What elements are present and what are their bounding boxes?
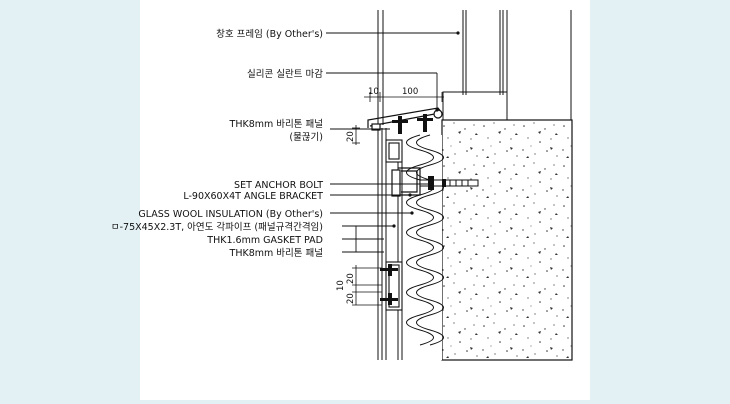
label-silicone-sealant: 실리콘 실란트 마감: [247, 68, 323, 80]
lower-fasteners: [380, 264, 398, 305]
dim-top-right: 100: [402, 87, 418, 97]
glass-wool-insulation: [406, 134, 434, 346]
label-panel-bottom: THK8mm 바리톤 패널: [229, 248, 323, 259]
label-window-frame: 창호 프레임 (By Other's): [216, 28, 323, 40]
dim-side-b: 10: [336, 280, 346, 291]
label-panel-top-note: (물끊기): [289, 132, 323, 143]
leader-lines: [326, 32, 458, 253]
dim-side-top: 20: [346, 131, 356, 142]
dim-top-left: 10: [368, 87, 379, 97]
steel-pipe-upper: [385, 139, 403, 163]
dimension-texts: 10 100 20 20 10 20: [336, 87, 418, 304]
label-angle-bracket: L-90X60X4T ANGLE BRACKET: [183, 191, 323, 202]
insulation-zone: [400, 135, 442, 360]
label-gasket-pad: THK1.6mm GASKET PAD: [206, 235, 323, 246]
dim-side-c: 20: [346, 293, 356, 304]
label-insulation: GLASS WOOL INSULATION (By Other's): [138, 209, 323, 220]
top-fasteners: [392, 114, 433, 134]
label-panel-top: THK8mm 바리톤 패널: [229, 119, 323, 130]
label-anchor-bolt: SET ANCHOR BOLT: [234, 180, 323, 191]
concrete-wall: [441, 119, 573, 361]
leader-dots: [392, 31, 460, 228]
window-frame: [377, 10, 572, 360]
label-steel-pipe: ㅁ-75X45X2.3T, 아연도 각파이프 (패널규격간격임): [111, 221, 323, 233]
dim-side-a: 20: [346, 273, 356, 284]
glass-wool-insulation-2: [416, 134, 444, 346]
dimension-lines: [352, 92, 444, 306]
annotation-labels: 창호 프레임 (By Other's) 실리콘 실란트 마감 THK8mm 바리…: [111, 28, 323, 259]
